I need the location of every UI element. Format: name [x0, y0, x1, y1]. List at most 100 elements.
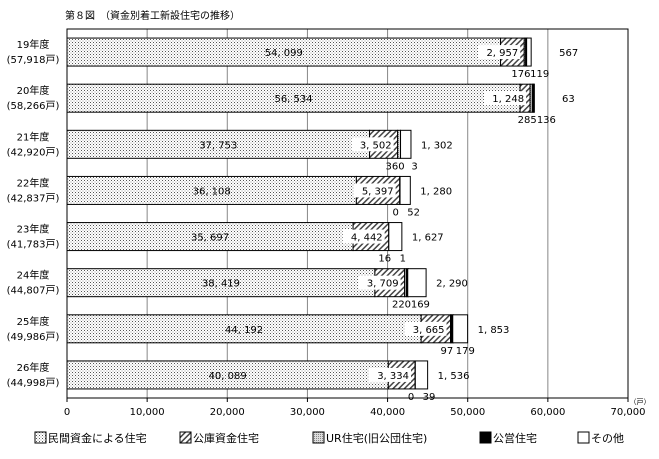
value-label-other: 1, 536: [438, 371, 470, 382]
legend-label: UR住宅(旧公団住宅): [326, 431, 427, 445]
value-label-public: 119: [530, 69, 549, 80]
value-label-other: 1, 627: [412, 233, 444, 244]
unit-label: （戸）: [630, 398, 651, 406]
category-total: (41,783戸): [7, 239, 60, 251]
category-label: 20年度: [17, 84, 50, 97]
legend-swatch: [34, 431, 47, 444]
value-label-finance: 1, 248: [492, 94, 524, 105]
bar-segment-4: [532, 83, 535, 113]
x-tick-label: 60,000: [530, 407, 565, 418]
x-tick-label: 20,000: [210, 407, 245, 418]
value-label-private: 44, 192: [225, 325, 263, 336]
bar-segment-4: [399, 175, 411, 205]
bar-segment-4: [407, 268, 427, 298]
value-label-public: 3: [411, 161, 417, 172]
category-label: 24年度: [17, 269, 50, 282]
category-total: (42,920戸): [7, 146, 60, 158]
value-label-public: 1: [400, 254, 406, 265]
legend-label: 公営住宅: [493, 431, 537, 445]
bar-segment-0: [66, 83, 521, 113]
value-label-finance: 3, 709: [367, 279, 399, 290]
category-total: (44,807戸): [7, 285, 60, 297]
value-label-public: 136: [537, 115, 556, 126]
value-label-ur: 176: [511, 69, 530, 80]
bar-segment-0: [66, 37, 502, 67]
legend-swatch: [577, 431, 590, 444]
category-label: 22年度: [17, 176, 50, 189]
value-label-public: 179: [456, 346, 475, 357]
bar-segment-4: [400, 129, 412, 159]
value-label-private: 54, 099: [265, 48, 303, 59]
value-label-public: 52: [407, 207, 420, 218]
value-label-private: 38, 419: [202, 279, 240, 290]
label-bg: [342, 229, 385, 244]
x-tick-label: 0: [64, 407, 70, 418]
value-label-finance: 5, 397: [362, 186, 394, 197]
value-label-private: 40, 089: [209, 371, 247, 382]
legend-swatch: [179, 431, 192, 444]
label-bg: [358, 275, 401, 290]
value-label-private: 37, 753: [199, 140, 237, 151]
value-label-private: 56, 534: [274, 94, 312, 105]
category-label: 23年度: [17, 223, 50, 236]
label-bg: [404, 321, 447, 336]
label-bg: [353, 183, 396, 198]
category-label: 21年度: [17, 130, 50, 143]
value-label-other: 567: [559, 48, 578, 59]
x-tick-label: 10,000: [130, 407, 165, 418]
value-label-ur: 220: [392, 300, 411, 311]
value-label-private: 35, 697: [191, 233, 229, 244]
legend-label: 民間資金による住宅: [48, 431, 147, 445]
category-label: 26年度: [17, 361, 50, 374]
x-tick-label: 40,000: [370, 407, 405, 418]
legend-swatch: [479, 431, 492, 444]
category-total: (58,266戸): [7, 100, 60, 112]
bar-segment-4: [526, 37, 532, 67]
category-label: 25年度: [17, 315, 50, 328]
value-label-public: 169: [411, 300, 430, 311]
x-tick-label: 50,000: [450, 407, 485, 418]
label-bg: [351, 137, 394, 152]
value-label-ur: 16: [378, 254, 391, 265]
x-tick-label: 30,000: [290, 407, 325, 418]
category-total: (42,837戸): [7, 192, 60, 204]
value-label-ur: 285: [518, 115, 537, 126]
value-label-ur: 97: [441, 346, 454, 357]
label-bg: [369, 367, 412, 382]
label-bg: [484, 91, 527, 106]
value-label-other: 1, 853: [478, 325, 510, 336]
value-label-public: 39: [423, 392, 436, 403]
value-label-finance: 2, 957: [486, 48, 518, 59]
category-total: (44,998戸): [7, 377, 60, 389]
value-label-other: 1, 302: [421, 140, 453, 151]
value-label-finance: 4, 442: [351, 233, 383, 244]
plot-frame: [66, 28, 629, 399]
bar-segment-0: [66, 175, 357, 205]
value-label-other: 2, 290: [436, 279, 468, 290]
bar-segment-0: [66, 268, 376, 298]
value-label-private: 36, 108: [193, 186, 231, 197]
bar-segment-0: [66, 129, 371, 159]
category-total: (49,986戸): [7, 331, 60, 343]
label-bg: [478, 45, 521, 60]
value-label-finance: 3, 334: [377, 371, 409, 382]
legend-label: その他: [591, 432, 624, 445]
chart-title: 第８図 （資金別着工新設住宅の推移）: [65, 9, 240, 22]
legend-label: 公庫資金住宅: [193, 431, 259, 445]
category-label: 19年度: [17, 38, 50, 51]
value-label-ur: 0: [408, 392, 414, 403]
value-label-ur: 360: [386, 161, 405, 172]
bar-segment-0: [66, 314, 422, 344]
value-label-ur: 0: [392, 207, 398, 218]
bar-segment-0: [66, 222, 354, 252]
value-label-other: 63: [562, 94, 575, 105]
bar-segment-4: [388, 222, 403, 252]
value-label-finance: 3, 502: [360, 140, 392, 151]
x-tick-label: 70,000: [611, 407, 646, 418]
legend-swatch: [312, 431, 325, 444]
value-label-finance: 3, 665: [413, 325, 445, 336]
category-total: (57,918戸): [7, 54, 60, 66]
bar-segment-4: [414, 360, 429, 390]
